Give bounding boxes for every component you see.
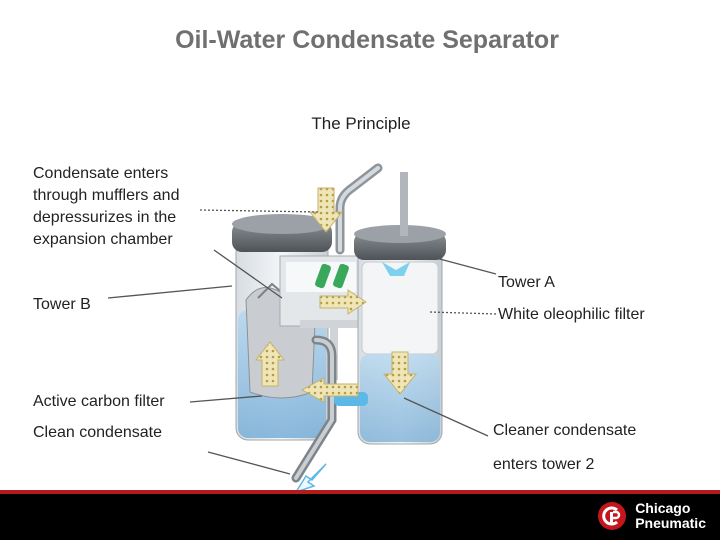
label-clean-condensate: Clean condensate xyxy=(33,424,162,441)
leader-tower-a xyxy=(435,257,497,275)
inlet-pipe xyxy=(335,163,408,255)
label-cleaner-condensate: Cleaner condensate xyxy=(493,422,637,439)
label-tower-a: Tower A xyxy=(498,274,555,291)
label-condensate-enters: Condensate enters through mufflers and d… xyxy=(33,165,180,248)
leader-tower-b xyxy=(107,285,233,299)
flow-arrow-left-bottom xyxy=(300,377,359,403)
label-tower-b: Tower B xyxy=(33,296,91,313)
leader-condensate-enters xyxy=(199,209,319,213)
flow-arrow-up-tower-b xyxy=(254,341,286,387)
flow-arrow-down-tower-a xyxy=(382,351,418,395)
footer-bar: Chicago Pneumatic xyxy=(0,490,720,540)
label-enters-tower-2: enters tower 2 xyxy=(493,456,595,473)
leader-white-filter xyxy=(429,311,497,315)
page-subtitle: The Principle xyxy=(311,114,411,133)
label-active-carbon: Active carbon filter xyxy=(33,393,165,410)
chicago-pneumatic-logo-icon xyxy=(598,502,627,530)
leader-clean-condensate xyxy=(207,451,291,475)
page-title: Oil-Water Condensate Separator xyxy=(175,26,559,54)
flow-arrow-right-chamber xyxy=(319,289,367,315)
flow-arrow-out xyxy=(294,463,327,494)
leader-cleaner-condensate xyxy=(403,397,489,437)
logo-line-1: Chicago xyxy=(635,500,691,516)
tower-a-body xyxy=(354,225,446,445)
leader-active-carbon xyxy=(189,395,263,403)
leader-expansion xyxy=(213,249,283,299)
logo-line-2: Pneumatic xyxy=(635,515,706,531)
brand-logo: Chicago Pneumatic xyxy=(597,501,706,531)
label-white-filter: White oleophilic filter xyxy=(498,306,645,323)
